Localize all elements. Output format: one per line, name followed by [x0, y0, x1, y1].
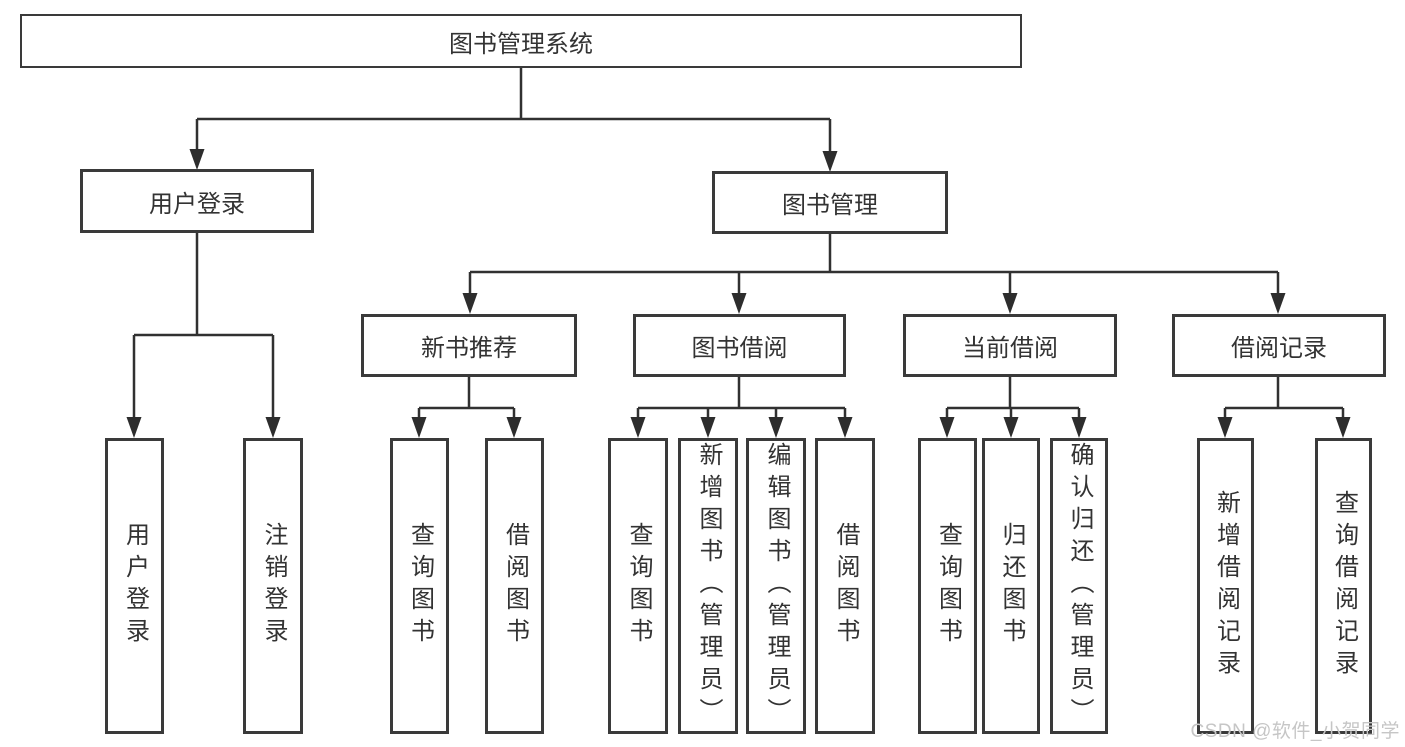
leaf-bb-edit-books-admin: 编辑图书（管理员）: [746, 438, 806, 734]
node-library-system-label: 图书管理系统: [449, 30, 593, 58]
node-current-borrowing: 当前借阅: [903, 314, 1117, 377]
node-new-book-recommend-label: 新书推荐: [421, 335, 517, 362]
leaf-nr-borrow-books-label: 借阅图书: [501, 522, 529, 650]
leaf-cb-query-books: 查询图书: [918, 438, 977, 734]
node-book-borrowing: 图书借阅: [633, 314, 846, 377]
connector-current-to-leaves: [945, 377, 1081, 424]
connector-newrec-to-leaves: [417, 377, 516, 424]
leaf-cb-confirm-return-admin: 确认归还（管理员）: [1050, 438, 1108, 734]
node-user-login-label: 用户登录: [149, 190, 245, 218]
connector-mgmt-to-level3: [468, 234, 1280, 300]
leaf-user-login: 用户登录: [105, 438, 164, 734]
csdn-watermark: CSDN @软件_小贺同学: [1190, 721, 1400, 742]
leaf-br-add-borrow-record-label: 新增借阅记录: [1212, 490, 1240, 682]
node-book-management: 图书管理: [712, 171, 948, 234]
leaf-bb-add-books-admin-label: 新增图书（管理员）: [695, 442, 722, 730]
leaf-nr-borrow-books: 借阅图书: [485, 438, 544, 734]
leaf-cb-confirm-return-admin-label: 确认归还（管理员）: [1066, 442, 1093, 730]
arrowhead-icons: [126, 149, 1351, 438]
node-user-login: 用户登录: [80, 169, 314, 233]
leaf-logout-login-label: 注销登录: [260, 522, 287, 650]
leaf-logout-login: 注销登录: [243, 438, 303, 734]
leaf-nr-query-books: 查询图书: [390, 438, 449, 734]
leaf-bb-add-books-admin: 新增图书（管理员）: [678, 438, 738, 734]
connector-login-to-leaves: [132, 233, 275, 424]
leaf-cb-return-books-label: 归还图书: [998, 522, 1025, 650]
leaf-user-login-label: 用户登录: [121, 522, 149, 650]
node-book-borrowing-label: 图书借阅: [691, 335, 788, 362]
node-library-system: 图书管理系统: [20, 14, 1022, 68]
leaf-cb-query-books-label: 查询图书: [934, 522, 962, 650]
node-new-book-recommend: 新书推荐: [361, 314, 577, 377]
leaf-bb-query-books: 查询图书: [608, 438, 668, 734]
leaf-cb-return-books: 归还图书: [982, 438, 1040, 734]
connector-root-to-level2: [195, 68, 832, 158]
node-current-borrowing-label: 当前借阅: [962, 335, 1058, 362]
node-book-management-label: 图书管理: [782, 192, 878, 219]
node-borrowing-records: 借阅记录: [1172, 314, 1386, 377]
leaf-nr-query-books-label: 查询图书: [406, 522, 434, 650]
connector-records-to-leaves: [1223, 377, 1345, 424]
node-borrowing-records-label: 借阅记录: [1231, 335, 1327, 362]
connector-borrow-to-leaves: [636, 377, 847, 424]
leaf-bb-borrow-books-label: 借阅图书: [832, 522, 859, 650]
leaf-bb-borrow-books: 借阅图书: [815, 438, 875, 734]
leaf-bb-edit-books-admin-label: 编辑图书（管理员）: [763, 442, 790, 730]
leaf-br-query-borrow-record: 查询借阅记录: [1315, 438, 1372, 734]
leaf-br-query-borrow-record-label: 查询借阅记录: [1330, 490, 1358, 682]
leaf-br-add-borrow-record: 新增借阅记录: [1197, 438, 1254, 734]
leaf-bb-query-books-label: 查询图书: [625, 522, 652, 650]
